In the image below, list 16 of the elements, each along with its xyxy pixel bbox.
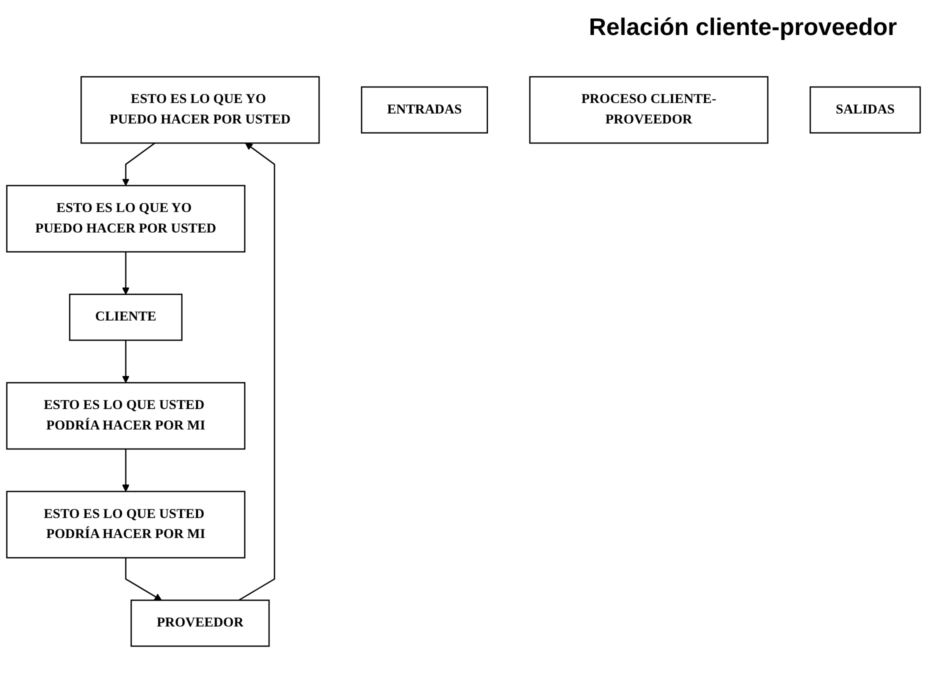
arrow	[122, 142, 156, 186]
arrow	[122, 251, 130, 294]
node-box: ESTO ES LO QUE YO PUEDO HACER POR USTED	[80, 76, 320, 144]
arrow	[238, 142, 276, 600]
node-box: ESTO ES LO QUE USTED PODRÍA HACER POR MI	[6, 490, 246, 558]
arrow	[122, 448, 130, 492]
node-box: PROCESO CLIENTE-PROVEEDOR	[529, 76, 768, 144]
diagram-title: Relación cliente-proveedor	[588, 13, 898, 43]
node-box: SALIDAS	[810, 86, 921, 134]
node-box: ESTO ES LO QUE YO PUEDO HACER POR USTED	[6, 184, 246, 252]
arrow	[125, 557, 162, 600]
node-box: CLIENTE	[69, 293, 182, 340]
arrow	[122, 340, 130, 383]
node-box: PROVEEDOR	[130, 599, 270, 646]
node-box: ENTRADAS	[360, 86, 488, 134]
node-box: ESTO ES LO QUE USTED PODRÍA HACER POR MI	[6, 382, 246, 450]
